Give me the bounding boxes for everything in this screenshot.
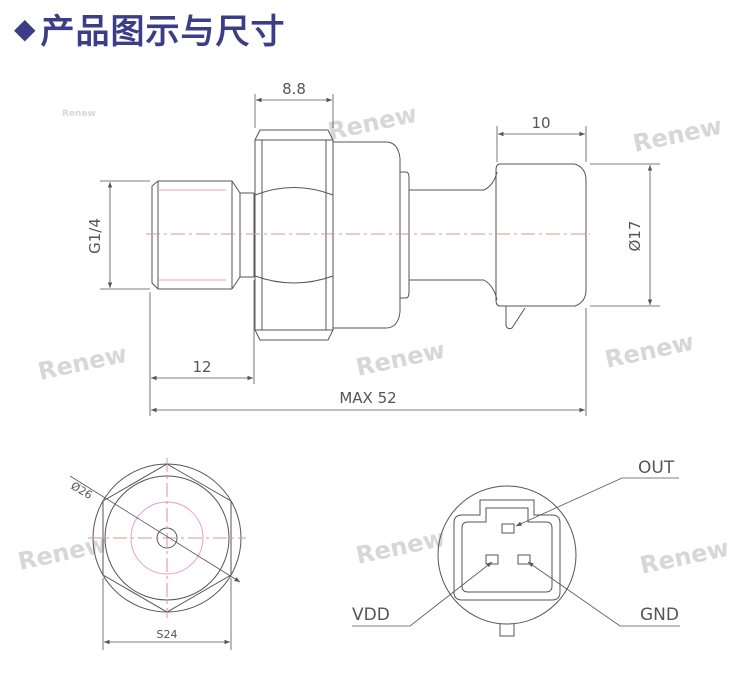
side-view [146,129,590,341]
watermarks: Renew Renew Renew Renew Renew Renew Rene… [15,100,731,580]
watermark-2: Renew [630,112,724,158]
watermark-8: Renew [637,534,731,580]
section-title: ◆ 产品图示与尺寸 [14,4,286,53]
diamond-bullet-icon: ◆ [14,12,37,45]
dim-thread: G1/4 [86,218,104,254]
label-vdd: VDD [352,605,390,625]
dim-total-length: MAX 52 [339,389,396,407]
connector-housing [453,499,561,601]
pin-out [501,523,515,534]
dim-connector-width: 10 [531,114,550,132]
connector-face-view [352,477,680,637]
watermark-4: Renew [353,336,447,382]
hex-body [254,129,334,341]
watermark-5: Renew [602,328,696,374]
hex-end-view [69,458,246,650]
connector-key [499,624,515,637]
dim-hex-diameter: Ø26 [69,479,95,502]
watermark-3: Renew [35,340,129,386]
dim-connector-diameter: Ø17 [626,221,644,252]
cylinder-body [333,141,410,329]
watermark-small: Renew [62,109,96,119]
section-title-text: 产品图示与尺寸 [40,12,286,52]
watermark-6: Renew [15,530,109,576]
dim-hex-size: S24 [157,628,178,641]
thread-port [151,180,255,290]
leader-vdd [352,561,493,627]
connector-head [495,163,587,330]
pin-gnd [517,554,531,565]
side-view-labels: 8.8 10 G1/4 Ø17 12 MAX 52 [86,80,644,407]
connector-outer-circle [437,485,577,625]
label-gnd: GND [640,605,679,625]
side-view-dimensions [100,94,660,416]
label-out: OUT [638,458,675,478]
leader-gnd [527,561,680,627]
pin-vdd [485,554,499,565]
watermark-1: Renew [325,100,419,146]
dim-thread-length: 12 [192,358,211,376]
neck [409,171,498,301]
dim-hex-width: 8.8 [282,80,306,98]
leader-out [515,477,679,527]
watermark-7: Renew [353,524,447,570]
